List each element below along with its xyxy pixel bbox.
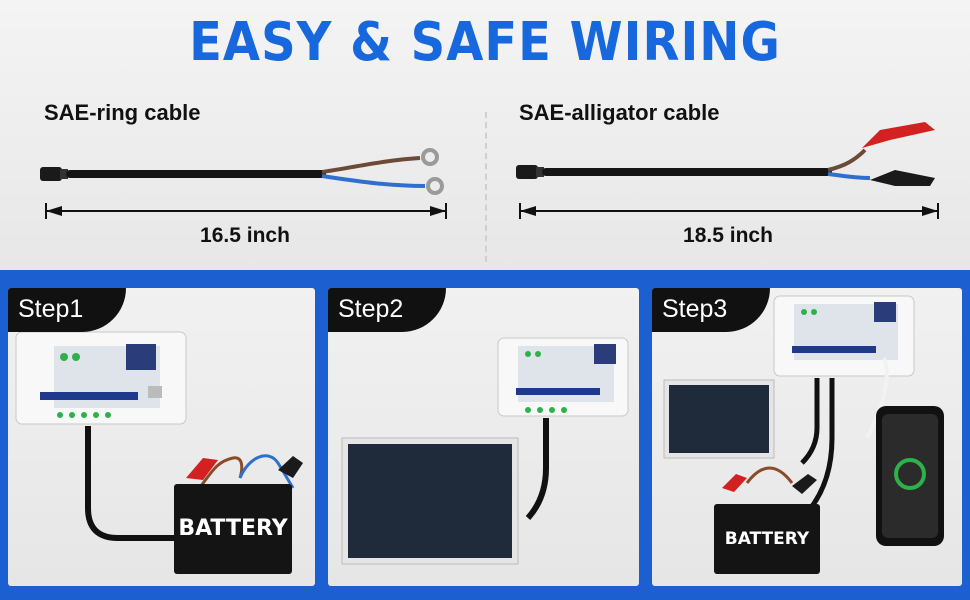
cable-illustrations: [40, 122, 939, 219]
sae-alligator-cable: [516, 122, 935, 186]
solar-panel: [663, 379, 775, 459]
step2-panel: Step2: [328, 288, 639, 586]
step1-tag: Step1: [8, 288, 126, 332]
step1-illustration: [15, 331, 303, 541]
headline: EASY & SAFE WIRING: [189, 10, 781, 74]
sae-alligator-cable-label: SAE-alligator cable: [519, 100, 720, 125]
battery: BATTERY: [714, 504, 820, 574]
sae-ring-length: 16.5 inch: [200, 224, 290, 247]
charge-controller: [15, 331, 187, 425]
step3-tag: Step3: [652, 288, 770, 332]
divider: [485, 112, 487, 262]
sae-ring-cable: [40, 148, 444, 195]
step2-illustration: [341, 337, 629, 565]
step3-illustration: [663, 295, 944, 546]
step1-panel: Step1 BATTERY: [8, 288, 315, 586]
charge-controller: [773, 295, 915, 377]
step2-tag: Step2: [328, 288, 446, 332]
solar-panel: [341, 437, 519, 565]
dimension-line-16-5: [45, 203, 447, 219]
sae-alligator-length: 18.5 inch: [683, 224, 773, 247]
step3-panel: Step3 BATTERY: [652, 288, 962, 586]
smartphone: [876, 406, 944, 546]
battery: BATTERY: [174, 484, 292, 574]
charge-controller: [497, 337, 629, 417]
dimension-line-18-5: [519, 203, 939, 219]
sae-ring-cable-label: SAE-ring cable: [44, 100, 201, 125]
